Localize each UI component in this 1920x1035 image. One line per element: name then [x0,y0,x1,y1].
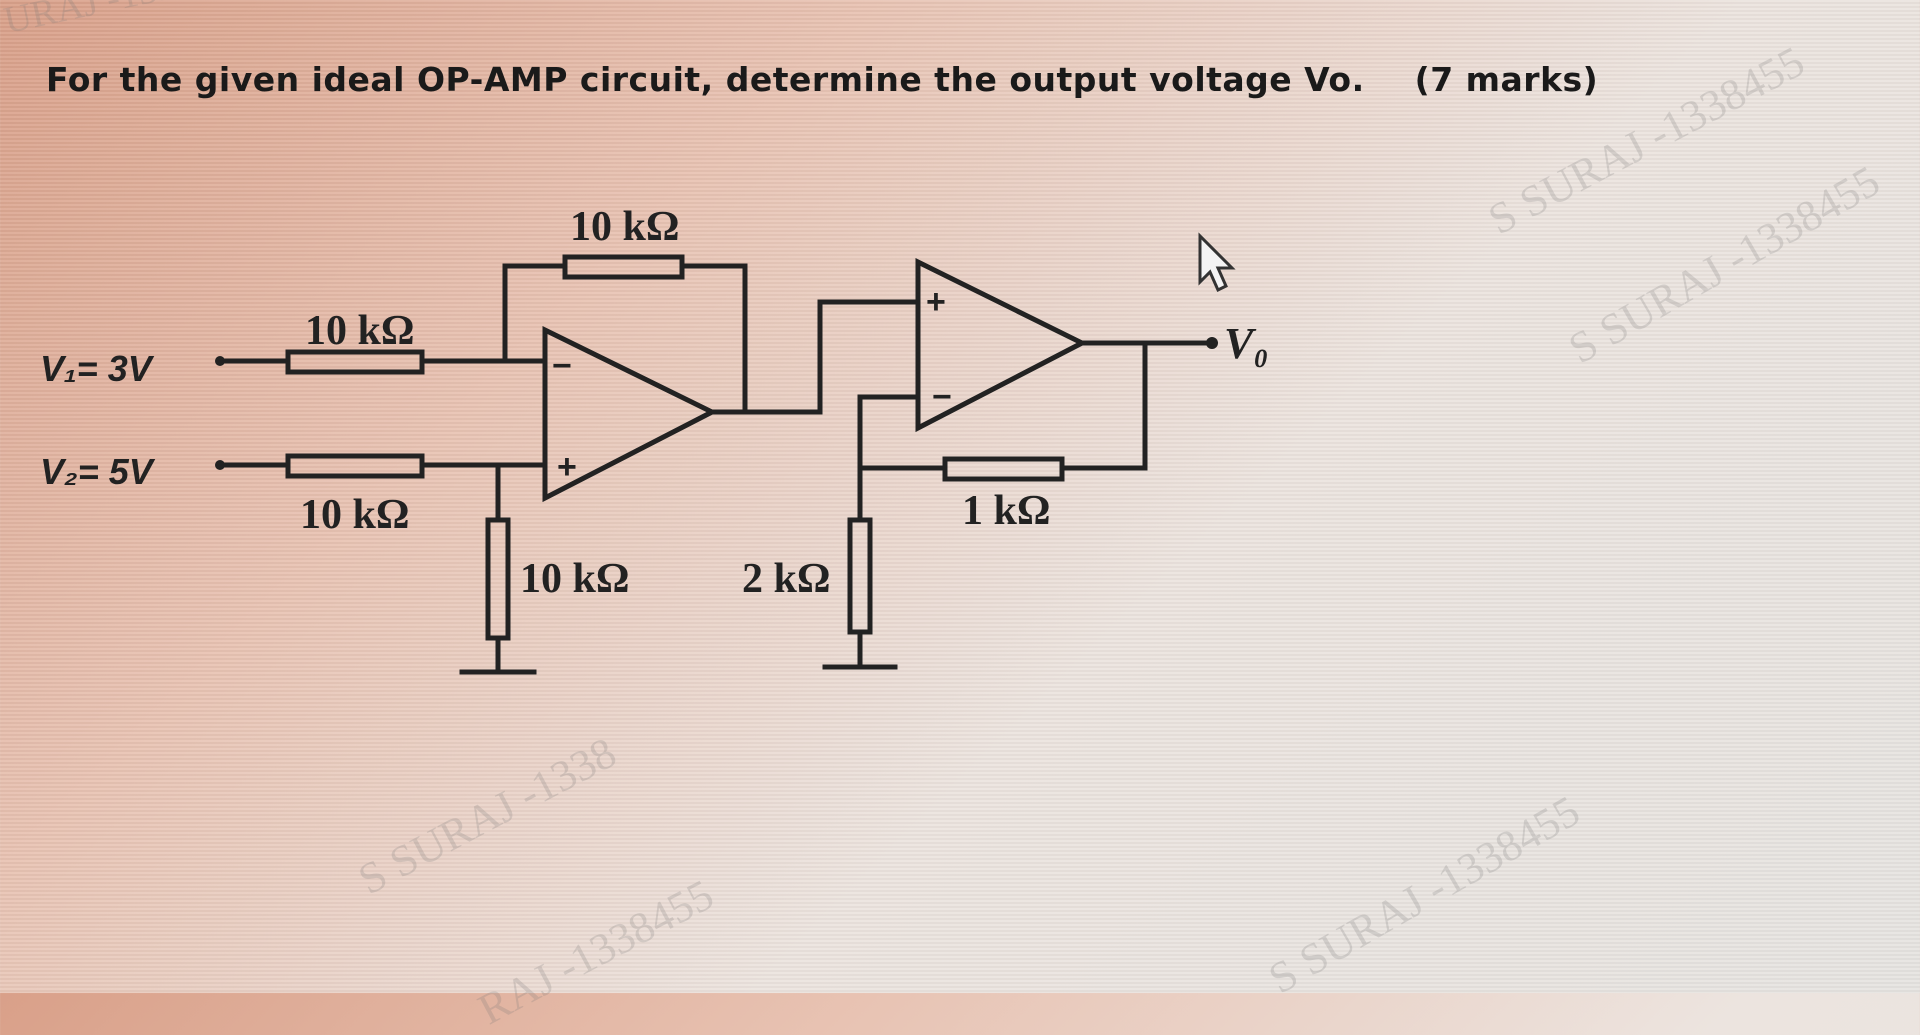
question-body: For the given ideal OP-AMP circuit, dete… [46,60,1365,99]
resistor-ground-plus [485,517,511,641]
label-r1: 10 kΩ [305,308,415,354]
label-r-1k: 1 kΩ [962,488,1051,534]
mouse-cursor-icon [1198,232,1236,293]
op-amp-1 [542,325,718,503]
resistor-2k [847,517,873,635]
output-label: V₀ [1224,319,1269,368]
v1-label: V₁= 3V [40,348,155,389]
question-text: For the given ideal OP-AMP circuit, dete… [46,60,1598,99]
v2-label: V₂= 5V [40,451,156,492]
label-r-feedback: 10 kΩ [570,204,680,250]
op-amp-2 [915,257,1088,433]
op-amp-1-plus: + [557,448,577,486]
terminal-output [1206,337,1218,349]
label-r-ground-plus: 10 kΩ [520,556,630,602]
label-r-2k: 2 kΩ [742,556,831,602]
op-amp-2-minus: − [932,378,952,416]
resistor-r2 [285,453,425,479]
op-amp-2-plus: + [926,283,946,321]
terminal-v1 [215,356,225,366]
resistor-feedback [562,254,685,280]
resistor-r1 [285,349,425,375]
label-r2: 10 kΩ [300,492,410,538]
circuit-diagram: − + + − V₁= 3V V₂= 5V 10 kΩ 10 kΩ 10 kΩ … [40,204,1269,675]
marks-label: (7 marks) [1414,60,1599,99]
op-amp-1-minus: − [552,347,572,385]
resistor-1k [942,456,1065,482]
terminal-v2 [215,460,225,470]
